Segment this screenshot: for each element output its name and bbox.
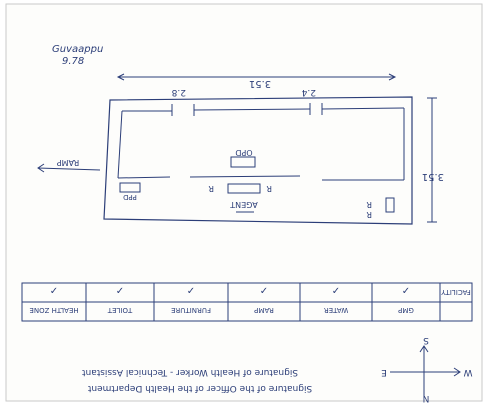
length-label: 3.51 [249, 78, 271, 89]
building-outline [103, 96, 413, 225]
width-label: 3.51 [422, 171, 444, 182]
window-right [385, 197, 395, 213]
col-gmp: GMP [398, 306, 414, 314]
center-room-label: OPD [235, 148, 252, 157]
table-header-facility: FACILITY [441, 288, 471, 296]
col-furniture: FURNITURE [171, 306, 211, 314]
tick-2: ✓ [116, 286, 124, 297]
ramp-label: RAMP [57, 158, 80, 167]
compass-north-label: N [423, 393, 430, 403]
ramp-arrow [37, 163, 101, 173]
small-box-label: PPD [123, 193, 137, 201]
center-box [227, 183, 261, 194]
footer-line-1: Signature of Health Worker - Technical A… [81, 367, 298, 377]
inner-walls [117, 103, 405, 181]
tick-1: ✓ [50, 286, 58, 297]
small-box [119, 182, 141, 193]
col-water: WATER [324, 306, 348, 314]
length-dimension [116, 73, 397, 81]
tick-3: ✓ [187, 286, 195, 297]
mark-r-bottom: R [366, 210, 372, 219]
center-room-box [230, 156, 256, 168]
compass-west-label: W [463, 367, 472, 377]
bottom-box-label: AGENT [230, 200, 258, 209]
tick-6: ✓ [402, 286, 410, 297]
opening-label-left: 2.8 [171, 87, 186, 97]
footer-line-2: Signature of the Officer of the Health D… [87, 383, 312, 393]
tick-5: ✓ [332, 286, 340, 297]
col-ramp: RAMP [254, 306, 274, 314]
page-border [5, 3, 483, 402]
window-right-label: R [366, 200, 372, 209]
facility-table [21, 282, 473, 322]
opening-label-right: 2.4 [301, 87, 316, 97]
mark-r-right: R [266, 184, 272, 193]
compass-rose [390, 345, 461, 396]
mark-r-left: R [208, 184, 214, 193]
col-health-zone: HEALTH ZONE [29, 306, 78, 314]
compass-south-label: S [423, 335, 429, 345]
corner-note-2: 9.78 [62, 56, 84, 67]
tick-4: ✓ [260, 286, 268, 297]
col-toilet: TOILET [107, 306, 133, 314]
width-dimension [427, 97, 437, 223]
corner-note-1: Guvaappu [52, 44, 103, 55]
compass-east-label: E [381, 367, 387, 377]
